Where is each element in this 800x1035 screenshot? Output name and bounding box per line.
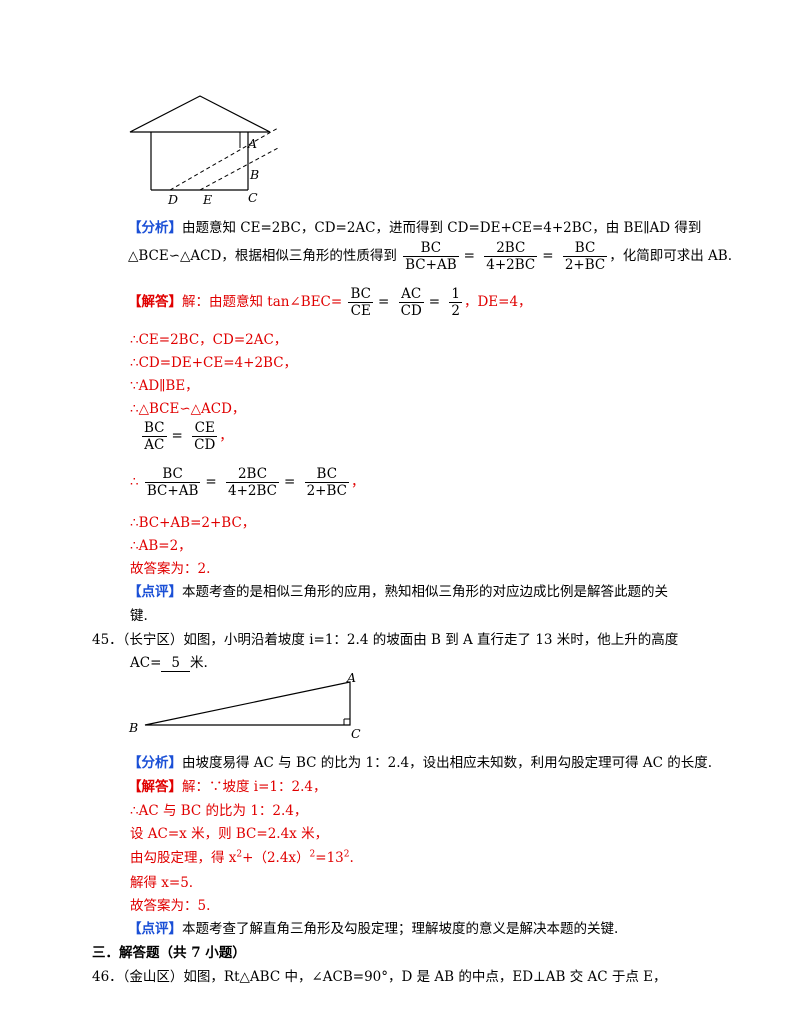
solution-tag: 【解答】 [128, 779, 182, 795]
q45-question-line1: 45．（长宁区）如图，小明沿着坡度 i=1：2.4 的坡面由 B 到 A 直行走… [92, 632, 679, 648]
q44-analysis-line1: 【分析】由题意知 CE=2BC，CD=2AC，进而得到 CD=DE+CE=4+2… [128, 220, 702, 236]
comment-tag: 【点评】 [128, 921, 182, 937]
analysis-tag: 【分析】 [128, 755, 182, 771]
section-heading: 三．解答题（共 7 小题） [92, 945, 246, 961]
q45-answer: 故答案为：5. [130, 898, 211, 914]
label-C: C [351, 726, 361, 740]
label-D: D [167, 192, 178, 207]
label-B: B [249, 167, 259, 182]
q44-sol-line9: ∴AB=2， [130, 538, 192, 554]
q44-sol-line4: ∵AD∥BE， [130, 378, 199, 394]
q44-sol-line2: ∴CE=2BC，CD=2AC， [130, 332, 288, 348]
comment-tag: 【点评】 [128, 584, 182, 600]
label-A: A [346, 670, 356, 685]
answer-blank: 5 [161, 655, 190, 672]
slope-figure: A B C [128, 670, 361, 740]
house-figure: A B C D E [129, 95, 279, 207]
q44-comment-line2: 键. [130, 608, 148, 624]
analysis-tag: 【分析】 [128, 220, 182, 236]
solution-tag: 【解答】 [128, 294, 182, 310]
q44-sol-line8: ∴BC+AB=2+BC， [130, 515, 256, 531]
label-A: A [247, 136, 257, 151]
label-E: E [202, 192, 212, 207]
q45-sol-line2: ∴AC 与 BC 的比为 1：2.4， [130, 803, 308, 819]
label-C: C [248, 190, 258, 205]
q45-analysis: 【分析】由坡度易得 AC 与 BC 的比为 1：2.4，设出相应未知数，利用勾股… [128, 755, 713, 771]
q44-comment-line1: 【点评】本题考查的是相似三角形的应用，熟知相似三角形的对应边成比例是解答此题的关 [128, 584, 668, 600]
q44-answer: 故答案为：2. [130, 561, 211, 577]
q44-sol-line5: ∴△BCE∽△ACD， [130, 401, 246, 417]
q45-sol-line3: 设 AC=x 米，则 BC=2.4x 米， [130, 826, 329, 842]
q46-question-line1: 46．（金山区）如图，Rt△ABC 中，∠ACB=90°，D 是 AB 的中点，… [92, 969, 667, 985]
q45-sol-line4: 由勾股定理，得 x2+（2.4x）2=132. [130, 849, 354, 867]
q45-comment: 【点评】本题考查了解直角三角形及勾股定理；理解坡度的意义是解决本题的关键. [128, 921, 619, 937]
label-B: B [128, 720, 138, 735]
q44-sol-line3: ∴CD=DE+CE=4+2BC， [130, 355, 298, 371]
q45-sol-line1: 【解答】解：∵坡度 i=1：2.4， [128, 779, 327, 795]
q45-sol-line5: 解得 x=5. [130, 875, 194, 891]
